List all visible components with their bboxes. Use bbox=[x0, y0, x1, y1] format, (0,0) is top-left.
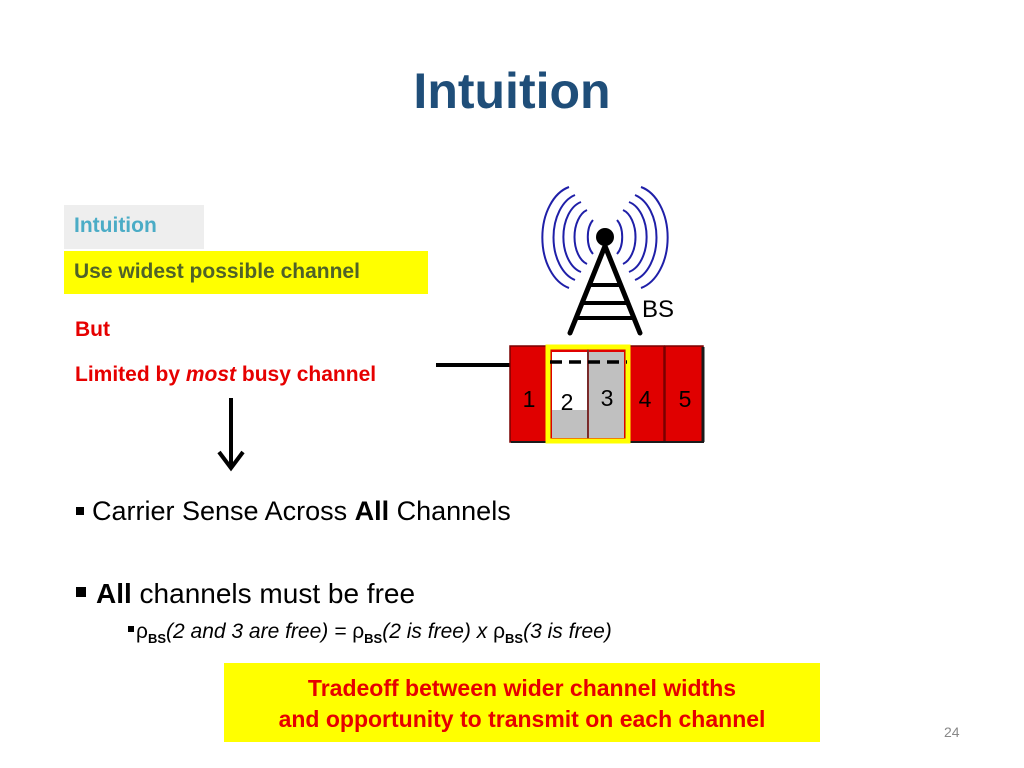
intuition-label-box: Intuition bbox=[64, 205, 204, 249]
cell-tower-icon bbox=[567, 228, 643, 336]
slide-number: 24 bbox=[944, 724, 960, 740]
bs-label: BS bbox=[642, 296, 674, 323]
rho-symbol: ρ bbox=[352, 620, 365, 643]
free-channel-2-fill bbox=[552, 410, 587, 438]
channel-label-5: 5 bbox=[679, 386, 692, 412]
all-free-bold: All bbox=[96, 578, 132, 609]
but-label: But bbox=[75, 318, 110, 341]
selected-channel-highlight bbox=[545, 344, 631, 444]
widest-channel-box: Use widest possible channel bbox=[64, 251, 428, 294]
channel-label-4: 4 bbox=[639, 386, 652, 412]
limited-prefix: Limited by bbox=[75, 363, 186, 386]
bullet-all-free: All channels must be free bbox=[76, 578, 415, 610]
slide-title: Intuition bbox=[413, 63, 611, 119]
rho-subscript: BS bbox=[364, 631, 383, 646]
channel-label-2: 2 bbox=[561, 389, 574, 415]
channel-label-3: 3 bbox=[601, 385, 614, 411]
formula-part-2: (2 is free) x bbox=[382, 620, 494, 643]
formula-part-1: (2 and 3 are free) = bbox=[166, 620, 353, 643]
bullet-formula: ρBS(2 and 3 are free) = ρBS(2 is free) x… bbox=[128, 620, 612, 646]
bullet-square-icon bbox=[76, 586, 86, 597]
tradeoff-box: Tradeoff between wider channel widths an… bbox=[224, 663, 820, 742]
bullet-square-icon bbox=[128, 626, 134, 633]
limited-by-label: Limited by most busy channel bbox=[75, 363, 376, 387]
rho-symbol: ρ bbox=[136, 620, 148, 643]
tradeoff-line-1: Tradeoff between wider channel widths bbox=[307, 675, 737, 701]
tradeoff-line-2: and opportunity to transmit on each chan… bbox=[278, 706, 766, 732]
rho-symbol: ρ bbox=[493, 620, 506, 643]
formula-part-3: (3 is free) bbox=[523, 620, 612, 643]
carrier-sense-bold: All bbox=[354, 496, 390, 526]
carrier-sense-pre: Carrier Sense Across bbox=[92, 496, 355, 526]
rho-subscript: BS bbox=[147, 631, 167, 646]
limited-emphasis: most bbox=[185, 363, 237, 386]
bullet-carrier-sense: Carrier Sense Across All Channels bbox=[76, 496, 511, 527]
bullet-square-icon bbox=[76, 506, 84, 515]
down-arrow-icon bbox=[217, 398, 245, 472]
radio-waves-icon bbox=[541, 186, 669, 289]
channel-label-1: 1 bbox=[523, 386, 536, 412]
free-channel-3 bbox=[589, 352, 624, 438]
carrier-sense-post: Channels bbox=[389, 496, 511, 526]
rho-subscript: BS bbox=[505, 631, 524, 646]
all-free-post: channels must be free bbox=[131, 578, 416, 609]
limited-suffix: busy channel bbox=[236, 363, 377, 386]
channel-block-4 bbox=[627, 345, 665, 443]
